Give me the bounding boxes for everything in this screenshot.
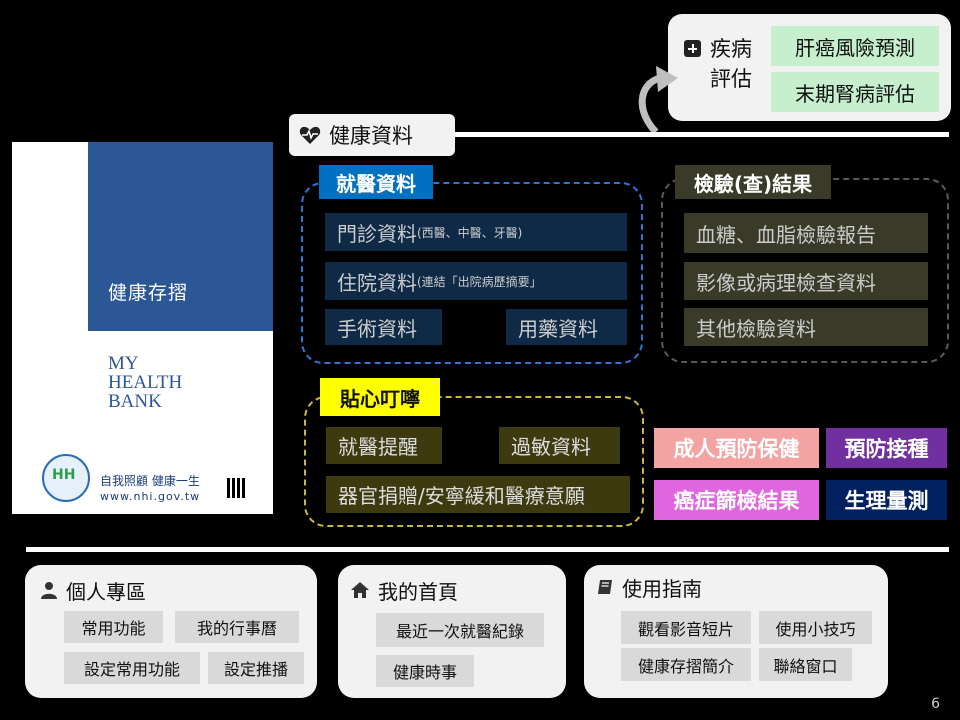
other-lab-data-button[interactable]: 其他檢驗資料 [684,308,928,346]
health-data-tab[interactable]: 健康資料 [289,114,455,156]
health-news-button[interactable]: 健康時事 [376,655,474,687]
medical-records-group [301,182,643,364]
medical-records-title: 就醫資料 [319,165,433,199]
reminders-group [304,396,644,527]
home-icon [351,582,369,598]
lab-results-title: 檢驗(查)結果 [675,165,831,199]
reminders-title: 貼心叮嚀 [320,378,440,416]
book-cover-band [88,142,273,331]
outpatient-records-button[interactable]: 門診資料(西醫、中醫、牙醫) [325,213,627,251]
liver-cancer-risk-button[interactable]: 肝癌風險預測 [771,26,939,66]
contact-window-button[interactable]: 聯絡窗口 [759,648,852,681]
blood-test-report-button[interactable]: 血糖、血脂檢驗報告 [684,213,928,253]
nhi-logo-icon [42,454,90,502]
cancer-screening-button[interactable]: 癌症篩檢結果 [654,480,819,520]
common-functions-button[interactable]: 常用功能 [64,611,163,643]
usage-tips-button[interactable]: 使用小技巧 [759,611,872,644]
inpatient-records-button[interactable]: 住院資料(連結「出院病歷摘要」 [325,262,627,300]
book-icon [598,580,612,594]
health-bank-book: 健康存摺 MY HEALTH BANK 自我照顧 健康一生 www.nhi.go… [12,142,273,514]
divider-bottom [26,547,949,552]
medical-reminder-button[interactable]: 就醫提醒 [326,427,442,464]
allergy-data-button[interactable]: 過敏資料 [499,427,620,464]
divider-top [455,132,949,137]
book-title: 健康存摺 [108,282,189,304]
qr-code-icon [227,478,247,498]
book-english-title: MY HEALTH BANK [108,353,183,412]
personal-area-title: 個人專區 [40,575,146,605]
organ-donation-hospice-button[interactable]: 器官捐贈/安寧緩和醫療意願 [326,476,630,513]
homepage-title: 我的首頁 [350,575,458,605]
imaging-pathology-button[interactable]: 影像或病理檢查資料 [684,262,928,300]
medication-records-button[interactable]: 用藥資料 [506,309,627,345]
user-guide-title: 使用指南 [596,572,702,602]
page-number: 6 [931,696,940,712]
watch-videos-button[interactable]: 觀看影音短片 [621,611,751,644]
adult-preventive-care-button[interactable]: 成人預防保健 [654,428,819,468]
vaccination-button[interactable]: 預防接種 [826,428,947,468]
my-calendar-button[interactable]: 我的行事曆 [175,611,299,643]
user-icon [41,582,57,599]
plus-square-icon [684,40,701,57]
surgery-records-button[interactable]: 手術資料 [325,309,442,345]
heart-pulse-icon [299,126,321,144]
health-bank-intro-button[interactable]: 健康存摺簡介 [621,648,751,681]
book-slogan: 自我照顧 健康一生 [100,474,200,488]
curved-arrow-icon [638,66,678,135]
kidney-disease-assessment-button[interactable]: 末期腎病評估 [771,72,939,112]
recent-medical-record-button[interactable]: 最近一次就醫紀錄 [376,613,544,647]
set-push-notification-button[interactable]: 設定推播 [208,652,304,684]
vital-measurement-button[interactable]: 生理量測 [826,480,947,520]
set-common-functions-button[interactable]: 設定常用功能 [64,652,200,684]
book-url: www.nhi.gov.tw [100,490,201,503]
